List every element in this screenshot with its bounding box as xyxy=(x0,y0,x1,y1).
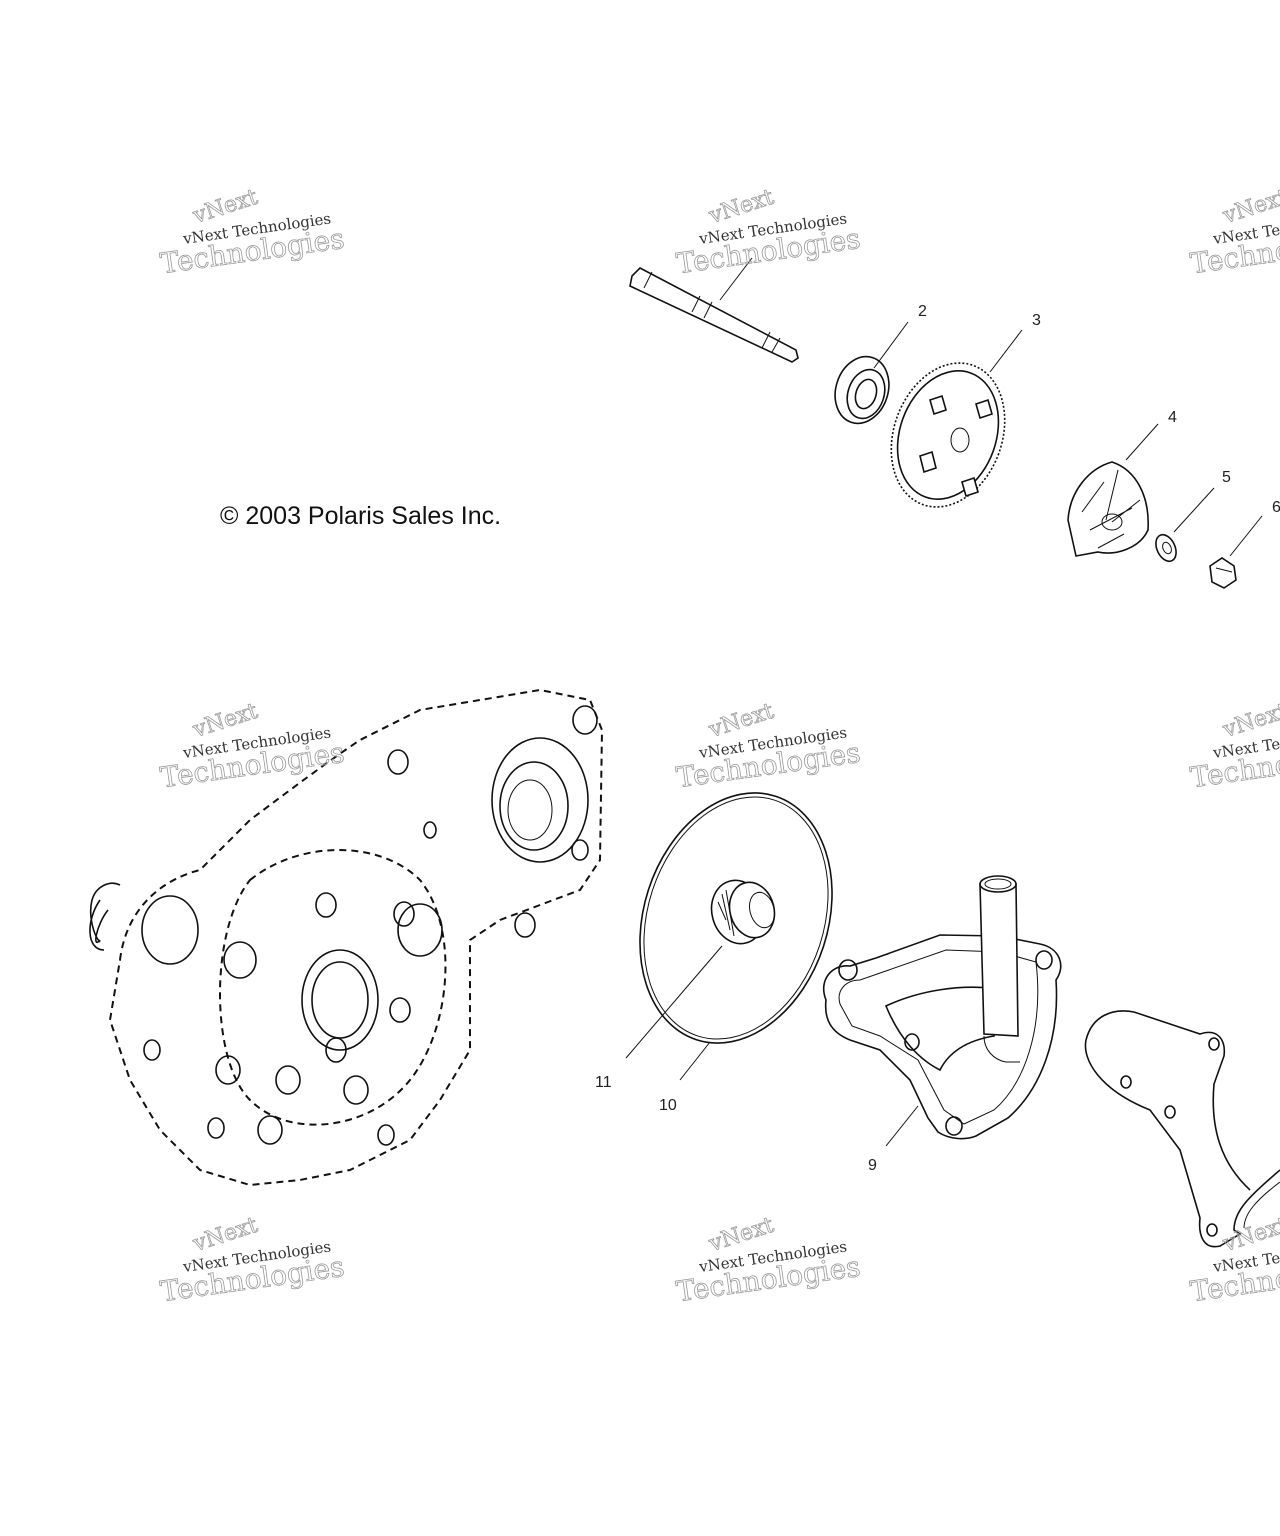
part-washer[interactable] xyxy=(1152,487,1215,564)
part-crankcase-cover[interactable] xyxy=(89,688,604,1187)
part-drive-gear[interactable] xyxy=(872,329,1024,523)
part-bearing[interactable] xyxy=(827,321,909,430)
part-o-ring[interactable] xyxy=(609,768,863,1081)
callout-10: 10 xyxy=(659,1097,677,1114)
part-shaft[interactable] xyxy=(629,257,799,363)
part-water-pump-housing[interactable] xyxy=(823,875,1062,1147)
watermark-6: vNext vNext Technologies Technologies xyxy=(1188,698,1280,794)
callout-6: 6 xyxy=(1272,499,1280,516)
callout-5: 5 xyxy=(1222,469,1231,486)
part-gasket[interactable] xyxy=(1084,1010,1280,1248)
callout-9: 9 xyxy=(868,1157,877,1174)
callout-2: 2 xyxy=(918,303,927,320)
part-water-pump-seal[interactable] xyxy=(625,874,780,1059)
watermark-9: vNext vNext Technologies Technologies xyxy=(1188,1212,1280,1308)
watermark-1: vNext vNext Technologies Technologies xyxy=(158,184,347,280)
callout-4: 4 xyxy=(1168,409,1177,426)
callout-3: 3 xyxy=(1032,312,1041,329)
callout-11: 11 xyxy=(595,1074,612,1091)
part-impeller[interactable] xyxy=(1067,423,1159,557)
watermark-group: vNext vNext Technologies Technologies vN… xyxy=(158,184,1280,1308)
watermark-5: vNext vNext Technologies Technologies xyxy=(674,698,863,794)
watermark-3: vNext vNext Technologies Technologies xyxy=(1188,184,1280,280)
watermark-7: vNext vNext Technologies Technologies xyxy=(158,1212,347,1308)
copyright-notice: © 2003 Polaris Sales Inc. xyxy=(220,502,501,530)
watermark-2: vNext vNext Technologies Technologies xyxy=(674,184,863,280)
watermark-4: vNext vNext Technologies Technologies xyxy=(158,698,347,794)
part-nut[interactable] xyxy=(1209,515,1263,589)
watermark-8: vNext vNext Technologies Technologies xyxy=(674,1212,863,1308)
